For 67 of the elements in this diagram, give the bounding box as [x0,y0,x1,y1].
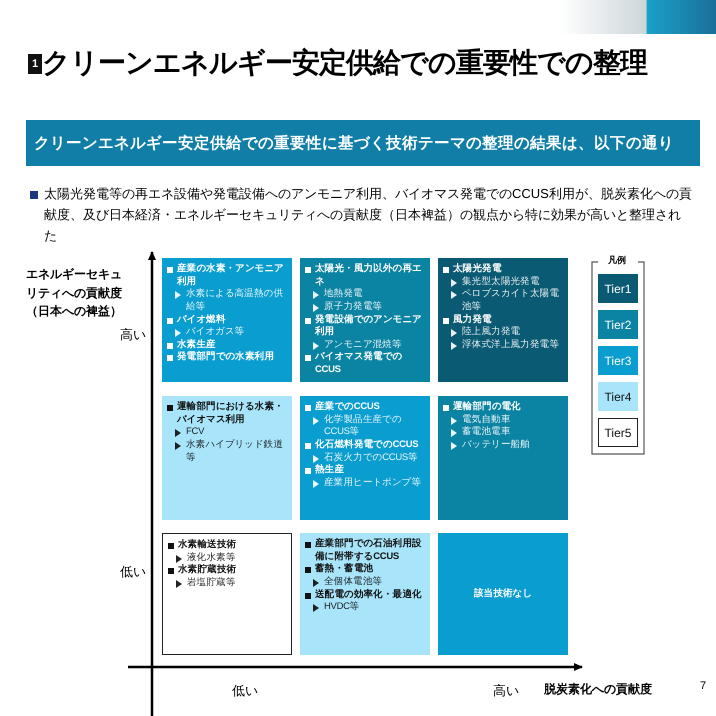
legend-swatch: Tier5 [598,418,638,447]
item-heading: 水素貯蔵技術 [167,564,287,577]
sub-item-text: HVDC等 [304,601,426,614]
axis-tick-label: 高い [120,326,146,344]
matrix-cell [162,533,292,655]
sub-item-text: 全個体電池等 [304,576,426,588]
banner-heading: クリーンエネルギー安定供給での重要性に基づく技術テーマの整理の結果は、以下の通り [26,120,700,166]
legend-swatch: Tier2 [598,310,638,339]
item-heading: 産業部門での石油利用設備に附帯するCCUS [304,538,426,564]
page-number: 7 [700,680,706,692]
matrix-cell [300,533,430,655]
legend-swatch: Tier4 [598,382,638,411]
item-heading: バイオ燃料 [166,314,288,326]
sub-item-text: 石炭火力でのCCUS等 [304,452,426,464]
sub-item-text: 水素による高温熱の供給等 [166,288,288,314]
sub-item-text: ペロブスカイト太陽電池等 [442,288,564,314]
item-heading: 発電部門での水素利用 [166,351,288,364]
axis-tick-label: 低い [120,563,146,581]
matrix-cell [438,396,568,520]
sub-item-text: FCV [166,426,288,439]
item-heading: 産業でのCCUS [304,401,426,414]
sub-item-text: 集光型太陽光発電 [442,276,564,288]
sub-item-text: 浮体式洋上風力発電等 [442,338,564,352]
legend-title: 凡例 [606,254,628,267]
sub-item-text: 地熱発電 [304,288,426,301]
sub-item-text: 原子力発電等 [304,300,426,314]
matrix-cell [300,396,430,520]
item-heading: 太陽光・風力以外の再エネ [304,263,426,288]
axis-tick-label: 低い [232,682,258,700]
cell-text: 該当技術なし [474,588,532,600]
section-number: 1 [28,54,42,74]
sub-item-text: アンモニア混焼等 [304,338,426,352]
axis-tick-label: 高い [493,682,519,700]
matrix-cell [162,396,292,520]
sub-item-text: 陸上風力発電 [442,326,564,339]
item-heading: バイオマス発電でのCCUS [304,351,426,377]
item-heading: 送配電の効率化・最適化 [304,588,426,602]
sub-item-text: バッテリー船舶 [442,438,564,452]
item-heading: 産業の水素・アンモニア利用 [166,263,288,288]
item-heading: 発電設備でのアンモニア利用 [304,314,426,339]
sub-item-text: 電気自動車 [442,414,564,426]
matrix-cell [438,258,568,382]
summary-text: 太陽光発電等の再エネ設備や発電設備へのアンモニア利用、バイオマス発電でのCCUS利用が、脱炭素化への貢献度、及び日本経済・エネルギーセキュリティへの貢献度（日本裨益）の観点から特に効果が高いと整理された [44,185,692,245]
item-heading: 水素生産 [166,338,288,352]
matrix-cell [438,533,568,655]
page-title: クリーンエネルギー安定供給での重要性での整理 [42,46,647,80]
matrix-cell [300,258,430,382]
matrix-cell [162,258,292,382]
sub-item-text: 岩塩貯蔵等 [167,576,287,590]
sub-item-text: 産業用ヒートポンプ等 [304,476,426,490]
item-heading: 水素輸送技術 [167,539,287,552]
sub-item-text: 蓄電池電車 [442,426,564,439]
sub-item-text: 水素ハイブリッド鉄道等 [166,438,288,464]
item-heading: 運輸部門の電化 [442,401,564,414]
item-heading: 風力発電 [442,314,564,326]
sub-item-text: 液化水素等 [167,552,287,564]
legend-swatch: Tier1 [598,274,638,303]
item-heading: 太陽光発電 [442,263,564,276]
item-heading: 蓄熱・蓄電池 [304,563,426,576]
item-heading: 化石燃料発電でのCCUS [304,438,426,452]
item-heading: 運輸部門における水素・バイオマス利用 [166,401,288,426]
sub-item-text: 化学製品生産でのCCUS等 [304,414,426,439]
axis-title: エネルギーセキュリティへの貢献度（日本への裨益） [25,266,123,320]
sub-item-text: バイオガス等 [166,326,288,339]
legend-swatch: Tier3 [598,346,638,375]
axis-title: 脱炭素化への貢献度 [544,681,652,698]
item-heading: 熱生産 [304,464,426,477]
